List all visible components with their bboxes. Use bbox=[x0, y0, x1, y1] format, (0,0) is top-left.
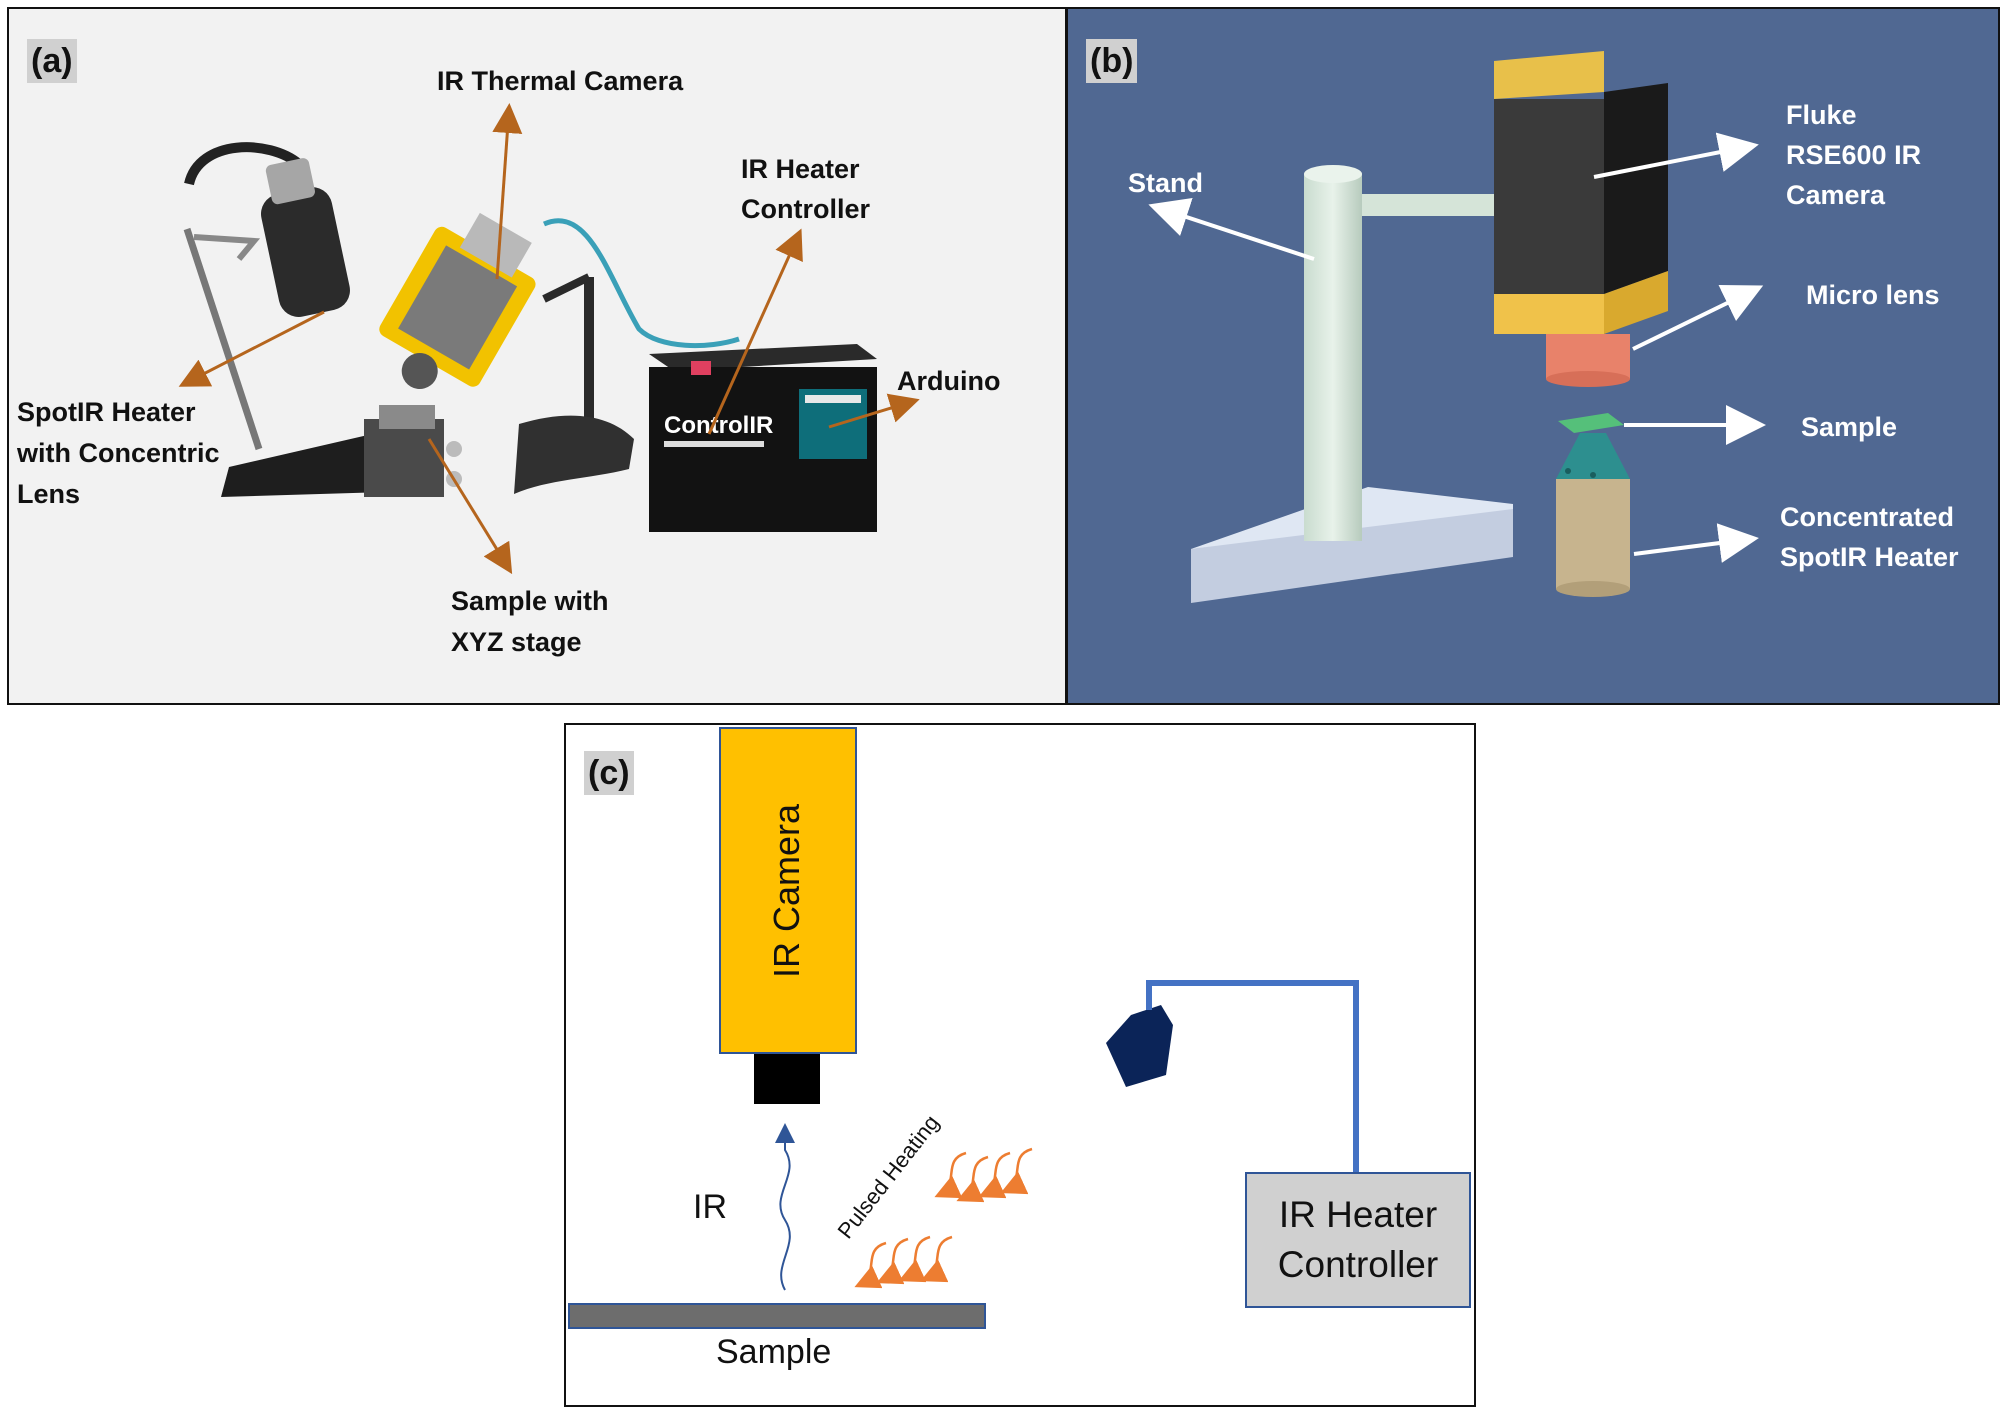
sample-plate bbox=[1558, 413, 1624, 433]
heater-cylinder bbox=[1556, 479, 1630, 589]
arrow-spotir-heater bbox=[178, 310, 325, 387]
label-ir-heater-controller-1: IR Heater bbox=[741, 154, 860, 184]
ir-heater-controller-box bbox=[1245, 1172, 1471, 1308]
label-heater-1: Concentrated bbox=[1780, 502, 1955, 532]
camera-stand-base bbox=[514, 415, 634, 494]
schematic-illustration bbox=[568, 727, 1471, 1329]
stand-base-front bbox=[1191, 504, 1513, 603]
label-spotir-1: SpotIR Heater bbox=[17, 397, 196, 427]
label-sample-b: Sample bbox=[1801, 412, 1898, 442]
label-sample-1: Sample with bbox=[451, 586, 609, 616]
panel-b-render: (b) Stand Fluke RSE600 IR Camera Micro l… bbox=[1066, 7, 2000, 705]
label-sample-c: Sample bbox=[716, 1333, 832, 1371]
heater-cable-line bbox=[1146, 980, 1359, 1173]
label-sample-2: XYZ stage bbox=[451, 627, 582, 657]
panel-a-tag: (a) bbox=[27, 39, 77, 83]
heat-waves-upper bbox=[934, 1147, 1033, 1203]
arrow-sample-stage bbox=[427, 438, 513, 575]
label-camera-3: Camera bbox=[1786, 180, 1886, 210]
xyz-stage-top bbox=[379, 405, 435, 429]
camera-top-cap bbox=[1494, 51, 1604, 99]
heater-cable bbox=[184, 142, 303, 186]
camera-cable bbox=[542, 218, 740, 348]
controller-brand-text: ControlIR bbox=[664, 412, 773, 439]
ir-camera-body bbox=[719, 727, 857, 1054]
label-camera-1: Fluke bbox=[1786, 100, 1857, 130]
sample-bar bbox=[568, 1303, 986, 1329]
label-camera-2: RSE600 IR bbox=[1786, 140, 1922, 170]
arrow-micro-lens bbox=[1632, 285, 1764, 351]
arrow-stand bbox=[1148, 198, 1315, 261]
spotir-heater-body bbox=[260, 158, 350, 317]
label-arduino: Arduino bbox=[897, 366, 1001, 396]
label-stand: Stand bbox=[1128, 168, 1204, 198]
label-ir-thermal-camera: IR Thermal Camera bbox=[437, 66, 684, 96]
ir-camera-lens bbox=[754, 1054, 820, 1104]
ir-thermal-camera bbox=[379, 212, 536, 390]
ir-heater-controller-box: ControlIR bbox=[649, 344, 877, 532]
label-spotir-3: Lens bbox=[17, 479, 81, 509]
label-micro-lens: Micro lens bbox=[1806, 280, 1940, 310]
label-controller-2: Controller bbox=[1277, 1244, 1439, 1285]
heater-stand-pole bbox=[183, 227, 263, 451]
arrow-ir-camera bbox=[492, 103, 523, 280]
stand-pole bbox=[1304, 174, 1362, 541]
heater-clamp bbox=[193, 234, 261, 261]
setup-photo-illustration: ControlIR bbox=[178, 103, 920, 575]
heater-head bbox=[1106, 1005, 1173, 1087]
fluke-camera-body bbox=[1494, 99, 1604, 294]
heater-cone bbox=[1556, 433, 1630, 479]
arrow-heater bbox=[1633, 523, 1759, 563]
label-heater-2: SpotIR Heater bbox=[1780, 542, 1959, 572]
panel-c-tag: (c) bbox=[584, 751, 634, 795]
panel-a-photo: ControlIR (a) IR Thermal Camera IR Heate… bbox=[7, 7, 1067, 705]
label-ir-heater-controller-2: Controller bbox=[741, 194, 871, 224]
arrow-camera bbox=[1593, 132, 1759, 179]
label-ir: IR bbox=[693, 1188, 727, 1226]
label-controller-1: IR Heater bbox=[1278, 1194, 1438, 1235]
arrow-heater-controller bbox=[707, 228, 803, 435]
panel-c-schematic: (c) IR Camera IR Pulsed Heating Sample I… bbox=[564, 723, 1476, 1407]
ir-emission-arrow bbox=[775, 1123, 795, 1291]
label-ir-camera: IR Camera bbox=[766, 803, 807, 979]
heat-waves-lower bbox=[854, 1235, 953, 1289]
arrow-arduino bbox=[828, 393, 920, 429]
xyz-stage bbox=[364, 419, 444, 497]
camera-bottom-cap bbox=[1494, 294, 1604, 334]
panel-b-tag: (b) bbox=[1086, 39, 1138, 83]
render-illustration bbox=[1148, 51, 1766, 603]
label-spotir-2: with Concentric bbox=[17, 438, 220, 468]
